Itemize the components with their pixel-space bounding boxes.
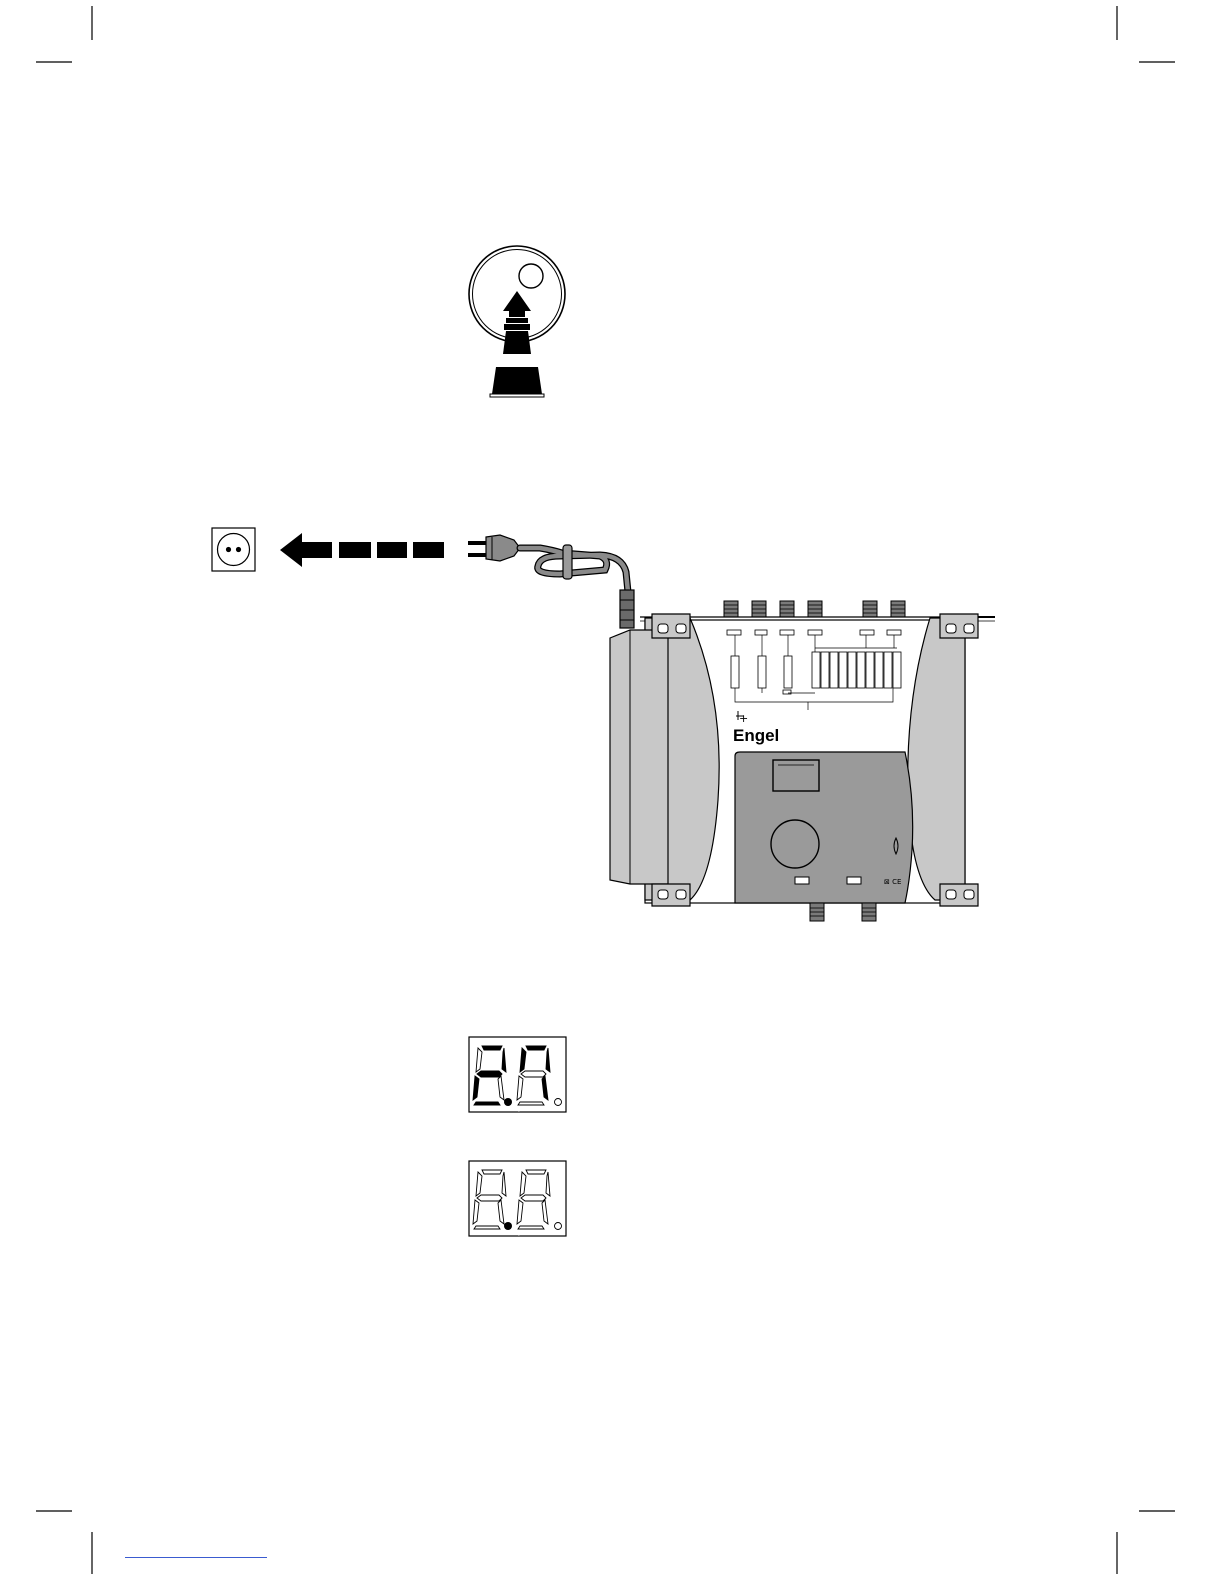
svg-text:⊠ CE: ⊠ CE [884,878,901,886]
wall-socket-icon [211,527,257,573]
power-plug-icon [468,535,520,561]
dashed-arrow-left-icon [280,531,446,569]
amplifier-illustration: + Engel ⊠ CE [465,533,1005,928]
press-knob-icon [462,242,572,402]
svg-text:+: + [739,712,748,725]
footnote-rule [125,1557,267,1558]
display-first: 2.7 [468,1036,568,1114]
brand-logo: Engel [733,726,779,745]
display-second: 8.8 [468,1160,568,1238]
